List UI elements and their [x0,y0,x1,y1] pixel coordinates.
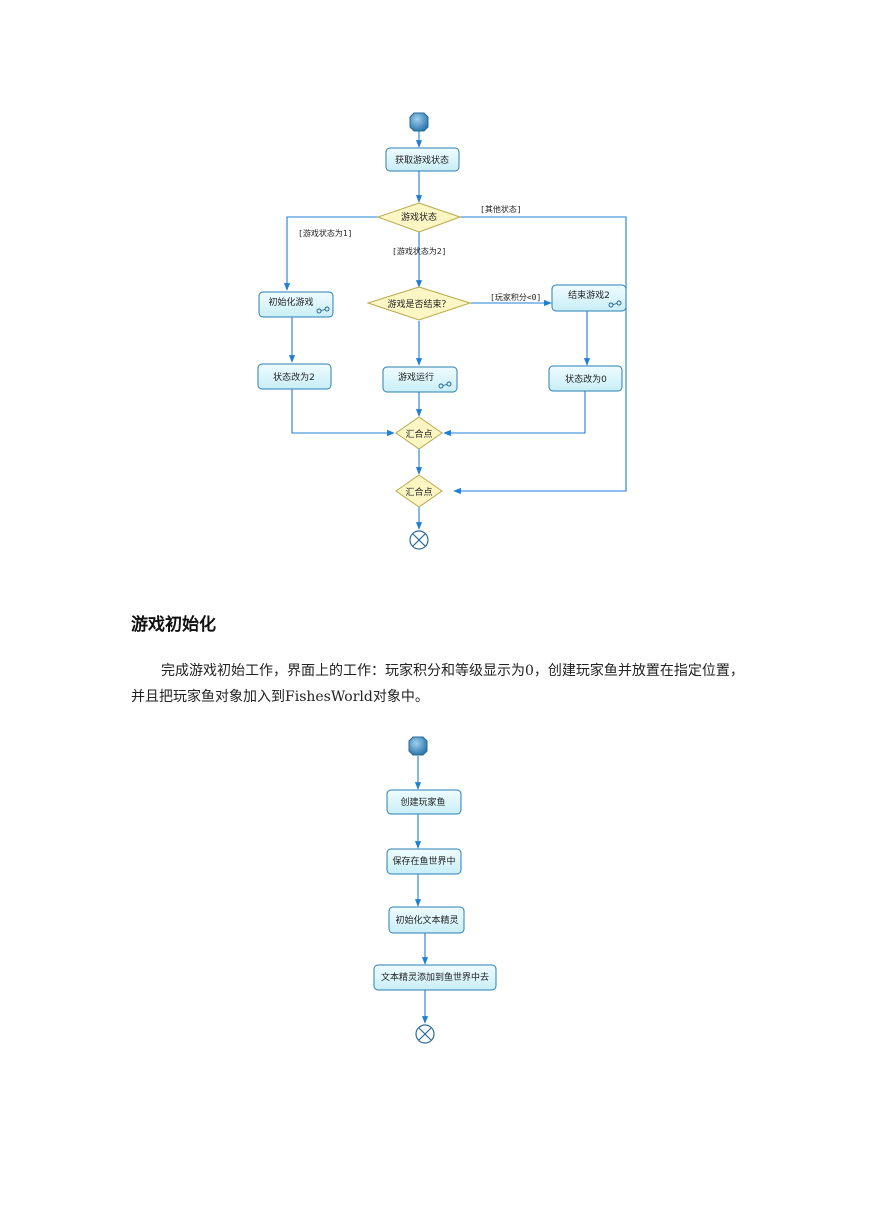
label: 结束游戏2 [568,289,610,301]
flow-lines-2 [414,756,429,1024]
label: 游戏运行 [398,371,434,383]
flow-state2-to-merge [291,389,395,437]
section-heading: 游戏初始化 [131,615,216,635]
action-init-text-sprite: 初始化文本精灵 [388,906,465,934]
action-save-to-fish-world: 保存在鱼世界中 [386,848,462,875]
action-init-game: 初始化游戏 [258,291,334,318]
flow-state0-to-merge [443,391,586,437]
action-state-to-2: 状态改为2 [257,363,332,390]
merge-node-1: 汇合点 [395,416,443,450]
flow-lines [283,131,627,530]
label: 游戏是否结束？ [387,298,450,310]
action-game-running: 游戏运行 [382,366,458,393]
action-state-to-0: 状态改为0 [548,365,623,392]
flow-other-state [453,216,627,495]
guard-other-state: [其他状态] [480,204,522,214]
initial-node [409,112,429,132]
label: 游戏状态 [401,211,437,223]
guard-score-lt-0: [玩家积分<0] [490,292,541,302]
flow-to-init-game [283,216,380,291]
decision-is-game-over: 游戏是否结束？ [366,286,472,321]
label: 初始化游戏 [268,296,313,308]
label: 汇合点 [405,486,432,498]
action-create-player-fish: 创建玩家鱼 [386,789,462,815]
guard-state-is-1: [游戏状态为1] [298,228,352,238]
label: 保存在鱼世界中 [392,855,455,867]
action-add-text-sprite: 文本精灵添加到鱼世界中去 [373,964,497,991]
section-paragraph: 完成游戏初始工作，界面上的工作：玩家积分和等级显示为0，创建玩家鱼并放置在指定位… [131,663,744,705]
diagram-game-init: 创建玩家鱼 保存在鱼世界中 初始化文本精灵 文本精灵添加到鱼世界中去 [373,736,497,1044]
action-get-game-state: 获取游戏状态 [385,147,460,172]
label: 汇合点 [405,428,432,440]
merge-node-2: 汇合点 [395,474,443,508]
diagram-game-loop: 获取游戏状态 初始化游戏 结束游戏2 状态改为2 游戏运行 状态改为0 [257,112,627,550]
final-node-2 [415,1024,435,1044]
label: 初始化文本精灵 [395,914,458,926]
label: 获取游戏状态 [395,154,449,166]
guard-state-is-2: [游戏状态为2] [392,246,446,256]
label: 状态改为2 [273,371,315,383]
action-end-game: 结束游戏2 [551,284,627,312]
label: 创建玩家鱼 [400,796,445,808]
label: 文本精灵添加到鱼世界中去 [381,971,489,983]
decision-game-state: 游戏状态 [376,202,462,233]
initial-node-2 [408,736,428,756]
label: 状态改为0 [565,373,607,385]
final-node [409,530,429,550]
